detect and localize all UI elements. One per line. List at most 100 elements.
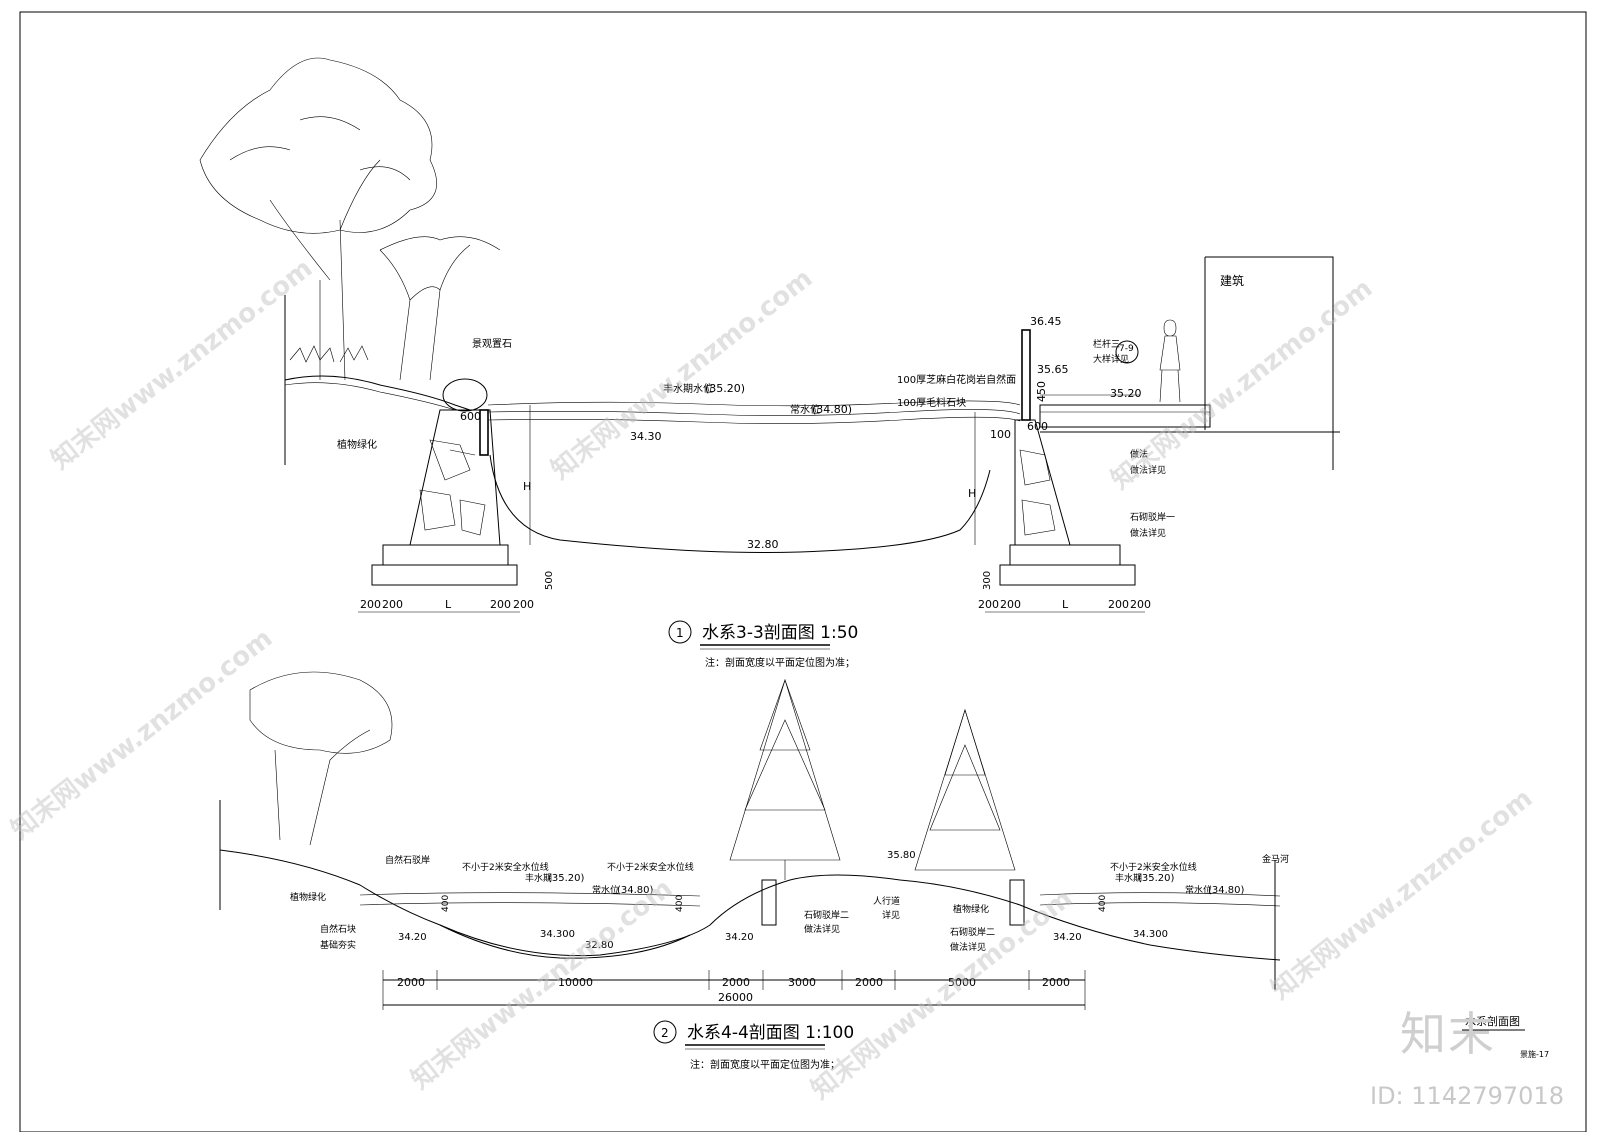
- label-high-water-left: 丰水期: [525, 872, 552, 884]
- level-3520: 35.20: [1110, 387, 1142, 400]
- label-building: 建筑: [1220, 273, 1244, 288]
- pine-tree-1: [729, 678, 841, 880]
- section-1-number: 1: [676, 626, 684, 640]
- label-normal-water: 常水位: [790, 403, 820, 416]
- dim-100: 100: [990, 428, 1011, 441]
- dim-200-f: 200: [1000, 598, 1021, 611]
- label-railing: 栏杆三: [1093, 338, 1120, 350]
- label-safety-1: 不小于2米安全水位线: [462, 861, 549, 873]
- label-safety-2: 不小于2米安全水位线: [607, 861, 694, 873]
- dim-400-c: 400: [1098, 895, 1108, 912]
- label-planting-right: 植物绿化: [953, 903, 989, 915]
- label-paving: 做法: [1130, 448, 1148, 460]
- tree-left-2: [379, 236, 501, 381]
- label-normal-water-right: 常水位: [1185, 884, 1212, 896]
- value-high-water-right: (35.20): [1138, 873, 1175, 884]
- section-2-dimensions: 2000 10000 2000 3000 2000 5000 2000 2600…: [397, 976, 1070, 1004]
- label-walkway-ref: 详见: [882, 909, 900, 921]
- label-bank-ref: 做法详见: [1130, 527, 1166, 539]
- level-3430: 34.30: [630, 430, 662, 443]
- dim-h-right: H: [968, 487, 976, 500]
- label-natural-bank: 自然石驳岸: [385, 854, 430, 866]
- section-2-number: 2: [661, 1026, 669, 1040]
- section-2-labels: 自然石驳岸 植物绿化 自然石块 基础夯实 不小于2米安全水位线 不小于2米安全水…: [290, 850, 1289, 953]
- dim-450: 450: [1035, 381, 1048, 402]
- dim-600-left: 600: [460, 410, 481, 423]
- level-34300-a: 34.300: [540, 929, 575, 940]
- dim-total: 26000: [718, 991, 753, 1004]
- level-3420-c: 34.20: [1053, 932, 1082, 943]
- level-3580: 35.80: [887, 850, 916, 861]
- detail-number: 7-9: [1119, 344, 1134, 354]
- dim-5000: 5000: [948, 976, 976, 989]
- dim-L-left: L: [445, 598, 452, 611]
- label-foundation: 基础夯实: [320, 939, 356, 951]
- label-safety-3: 不小于2米安全水位线: [1110, 861, 1197, 873]
- value-high-water-left: (35.20): [548, 873, 585, 884]
- dim-L-right: L: [1062, 598, 1069, 611]
- dim-2000-d: 2000: [1042, 976, 1070, 989]
- value-normal-water-right: (34.80): [1208, 885, 1245, 896]
- dim-600-right: 600: [1027, 420, 1048, 433]
- dim-200-e: 200: [978, 598, 999, 611]
- dim-200-h: 200: [1130, 598, 1151, 611]
- level-3420-a: 34.20: [398, 932, 427, 943]
- label-high-water-right: 丰水期: [1115, 872, 1142, 884]
- section-1-labels: 景观置石 植物绿化 丰水期水位 (35.20) 常水位 (34.80) 34.3…: [337, 273, 1244, 611]
- level-34300-b: 34.300: [1133, 929, 1168, 940]
- section-1-marker: [668, 620, 692, 644]
- dim-500-left: 500: [544, 571, 555, 590]
- level-3645: 36.45: [1030, 315, 1062, 328]
- label-normal-water-left: 常水位: [592, 884, 619, 896]
- label-landscape-stone: 景观置石: [472, 338, 512, 350]
- dim-10000: 10000: [558, 976, 593, 989]
- value-high-water: (35.20): [705, 382, 745, 395]
- svg-text:知末网www.znzmo.com: 知末网www.znzmo.com: [1266, 783, 1538, 1005]
- dim-h-left: H: [523, 480, 531, 493]
- dim-200-g: 200: [1108, 598, 1129, 611]
- label-planting: 植物绿化: [337, 438, 377, 451]
- section-2-drawing: [219, 671, 1281, 1010]
- watermark-id: ID: 1142797018: [1370, 1082, 1564, 1110]
- sheet-title: 水系剖面图: [1465, 1014, 1520, 1028]
- dim-200-a: 200: [360, 598, 381, 611]
- section-2-marker: [653, 1020, 677, 1044]
- section-2-note: 注：剖面宽度以平面定位图为准；: [690, 1058, 840, 1071]
- label-planting-left: 植物绿化: [290, 891, 326, 903]
- label-bank2-left-ref: 做法详见: [804, 923, 840, 935]
- label-granite: 100厚芝麻白花岗岩自然面: [897, 373, 1016, 386]
- section-2-title: 水系4-4剖面图 1:100: [687, 1023, 854, 1043]
- dim-300-right: 300: [982, 571, 993, 590]
- sheet-number: 景施-17: [1520, 1049, 1549, 1059]
- section-1-note: 注：剖面宽度以平面定位图为准；: [705, 656, 855, 669]
- label-bank2-right-ref: 做法详见: [950, 941, 986, 953]
- dim-3000: 3000: [788, 976, 816, 989]
- dim-2000-b: 2000: [722, 976, 750, 989]
- label-high-water: 丰水期水位: [663, 382, 713, 395]
- dim-200-b: 200: [382, 598, 403, 611]
- dim-400-a: 400: [441, 895, 451, 912]
- dim-200-c: 200: [490, 598, 511, 611]
- label-walkway: 人行道: [873, 895, 900, 907]
- level-3280: 32.80: [585, 940, 614, 951]
- label-bank: 石砌驳岸一: [1130, 512, 1175, 523]
- tree-left-1: [199, 57, 437, 381]
- level-3280: 32.80: [747, 538, 779, 551]
- svg-text:知末网www.znzmo.com: 知末网www.znzmo.com: [546, 263, 818, 485]
- svg-text:知末网www.znzmo.com: 知末网www.znzmo.com: [6, 623, 278, 845]
- label-paving-ref: 做法详见: [1130, 464, 1166, 476]
- level-3565: 35.65: [1037, 363, 1069, 376]
- svg-text:知末网www.znzmo.com: 知末网www.znzmo.com: [1106, 273, 1378, 495]
- dim-200-d: 200: [513, 598, 534, 611]
- tree-left-3: [249, 671, 393, 846]
- watermark-brand: 知末: [1400, 1007, 1496, 1061]
- dim-2000-c: 2000: [855, 976, 883, 989]
- label-bank2-right: 石砌驳岸二: [950, 927, 995, 938]
- dim-2000-a: 2000: [397, 976, 425, 989]
- level-3420-b: 34.20: [725, 932, 754, 943]
- dim-400-b: 400: [675, 895, 685, 912]
- label-bank2-left: 石砌驳岸二: [804, 910, 849, 921]
- section-1-drawing: [199, 57, 1340, 613]
- sheet-border: [19, 11, 1587, 1132]
